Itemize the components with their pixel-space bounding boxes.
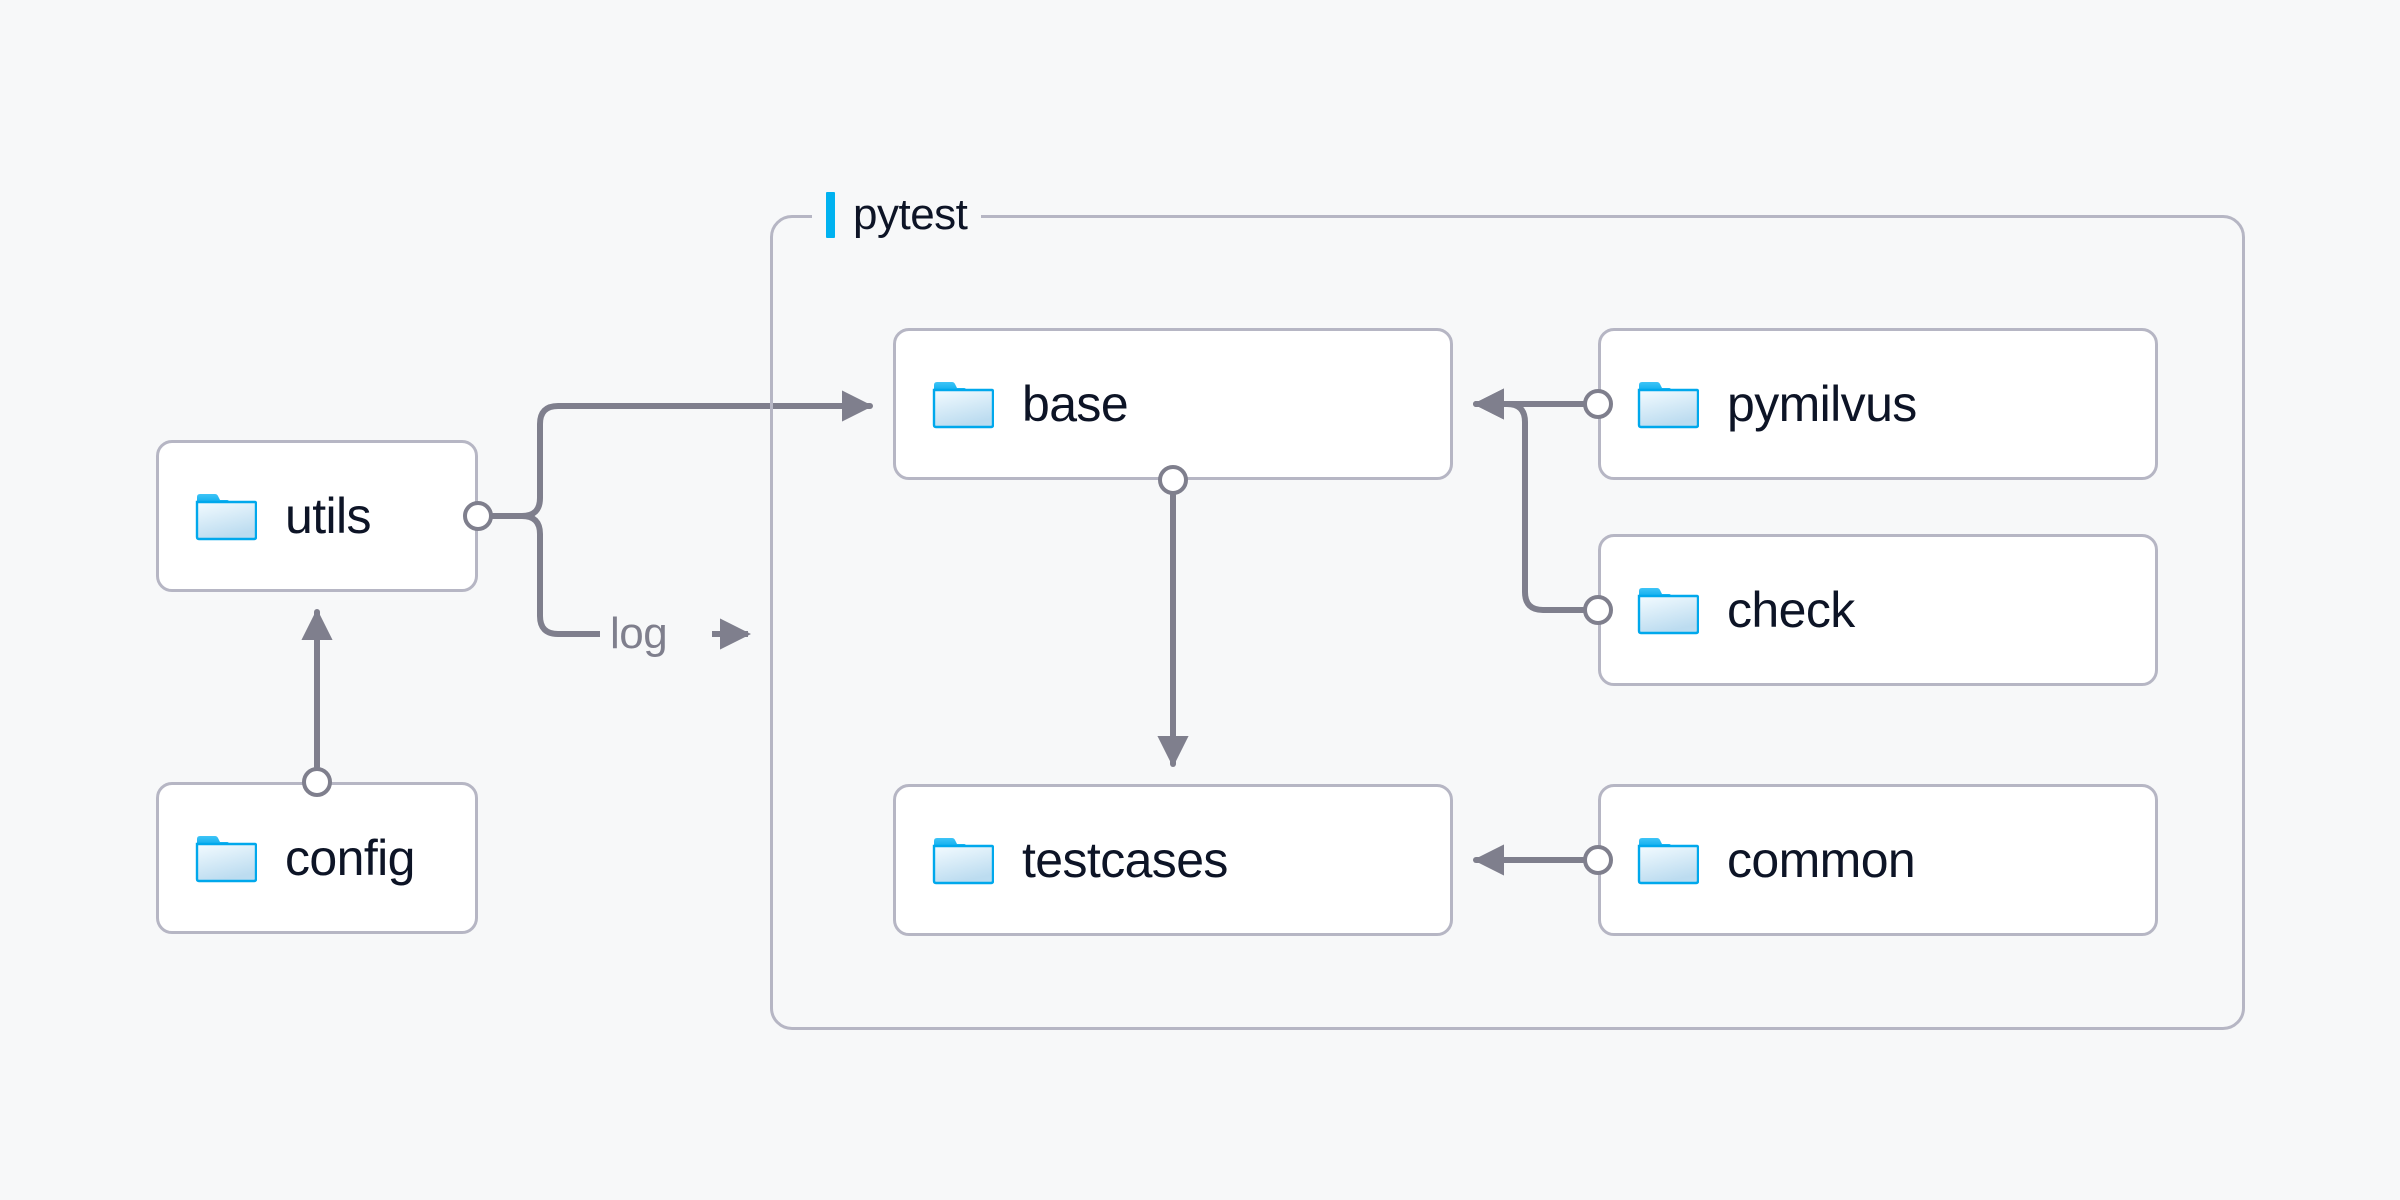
group-pytest-label: pytest <box>812 187 982 243</box>
folder-icon <box>932 382 994 429</box>
node-pymilvus-label: pymilvus <box>1727 376 1917 432</box>
node-common-label: common <box>1727 832 1916 888</box>
group-pytest-label-text: pytest <box>853 190 968 239</box>
folder-icon <box>195 836 257 883</box>
node-testcases-label: testcases <box>1022 832 1228 888</box>
folder-icon <box>1637 382 1699 429</box>
node-base-label: base <box>1022 376 1129 432</box>
folder-icon <box>932 838 994 885</box>
node-config-label: config <box>285 830 415 886</box>
accent-bar-icon <box>826 192 835 238</box>
node-check-label: check <box>1727 582 1855 638</box>
edge-utils-to-pytest-log <box>490 513 603 637</box>
group-pytest[interactable] <box>770 215 2245 1030</box>
node-config[interactable]: config <box>156 782 478 934</box>
edge-label-log: log <box>600 612 678 656</box>
handle-check-left[interactable] <box>1583 595 1613 625</box>
handle-base-bottom[interactable] <box>1158 465 1188 495</box>
node-base[interactable]: base <box>893 328 1453 480</box>
node-testcases[interactable]: testcases <box>893 784 1453 936</box>
folder-icon <box>1637 588 1699 635</box>
handle-pymilvus-left[interactable] <box>1583 389 1613 419</box>
handle-common-left[interactable] <box>1583 845 1613 875</box>
folder-icon <box>195 494 257 541</box>
node-utils-label: utils <box>285 488 372 544</box>
node-common[interactable]: common <box>1598 784 2158 936</box>
node-utils[interactable]: utils <box>156 440 478 592</box>
handle-config-top[interactable] <box>302 767 332 797</box>
handle-utils-right[interactable] <box>463 501 493 531</box>
node-check[interactable]: check <box>1598 534 2158 686</box>
folder-icon <box>1637 838 1699 885</box>
node-pymilvus[interactable]: pymilvus <box>1598 328 2158 480</box>
